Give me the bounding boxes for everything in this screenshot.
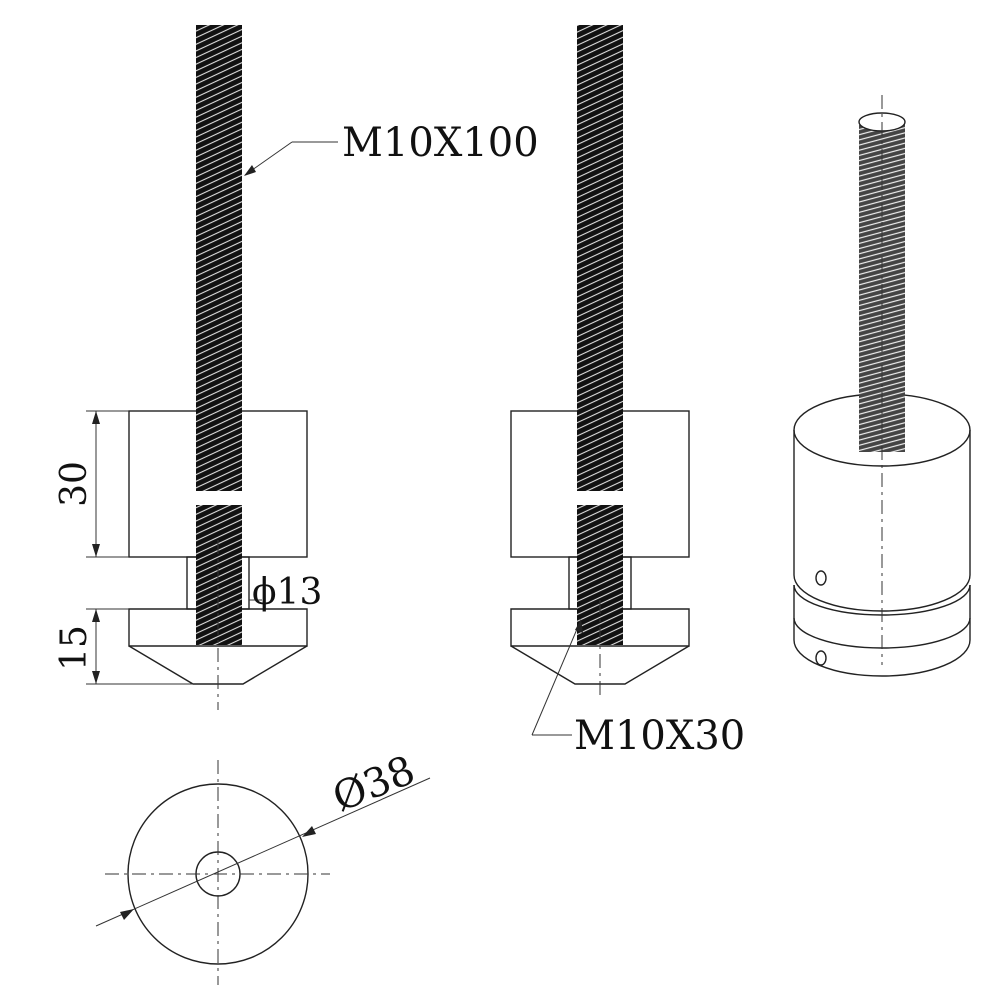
isometric-view — [793, 95, 971, 677]
lower-ring-body — [793, 585, 971, 677]
neck-diameter-label: ϕ13 — [252, 572, 322, 613]
threaded-rod-upper — [577, 25, 623, 491]
set-screw-hole-upper — [815, 570, 827, 586]
height-lower-label: 15 — [54, 625, 95, 671]
front-view-left: 30 15 ϕ13 M10X100 — [54, 25, 539, 710]
rod-spec-label: M10X100 — [342, 120, 539, 166]
dimension-height-lower: 15 — [54, 608, 193, 685]
screw-spec-label: M10X30 — [574, 713, 745, 759]
set-screw-hole-lower — [815, 650, 827, 666]
screw-spec-callout: M10X30 — [531, 619, 745, 759]
threaded-rod-lower — [577, 505, 623, 645]
dimension-outer-diameter: Ø38 — [95, 747, 431, 927]
rod-spec-callout: M10X100 — [244, 120, 539, 176]
outer-diameter-label: Ø38 — [327, 747, 422, 821]
threaded-rod-lower — [196, 505, 242, 645]
dimension-height-upper: 30 — [54, 410, 129, 558]
front-view-middle: M10X30 — [510, 25, 745, 759]
threaded-rod-upper — [196, 25, 242, 491]
height-upper-label: 30 — [54, 461, 95, 507]
top-view: Ø38 — [95, 747, 431, 985]
